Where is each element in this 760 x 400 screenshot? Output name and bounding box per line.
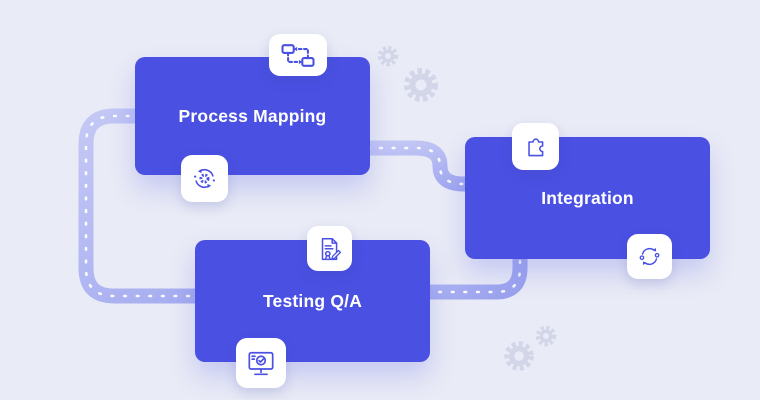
- gear-icon: [504, 325, 557, 371]
- monitor-check-badge: [236, 338, 286, 388]
- puzzle-badge: [512, 123, 559, 170]
- monitor-check-icon: [248, 351, 274, 376]
- document-review-icon: [321, 237, 341, 260]
- process-sync-badge: [181, 155, 228, 202]
- flowchart-icon: [281, 43, 315, 67]
- puzzle-icon: [528, 138, 544, 157]
- card-integration: Integration: [465, 137, 710, 259]
- process-sync-icon: [194, 169, 215, 188]
- card-title: Integration: [541, 187, 634, 208]
- card-process-mapping: Process Mapping: [135, 57, 370, 175]
- flowchart-badge: [269, 34, 327, 76]
- card-title: Process Mapping: [178, 105, 327, 126]
- sync-icon: [639, 248, 660, 265]
- card-title: Testing Q/A: [262, 290, 363, 311]
- road-markings: [84, 114, 542, 298]
- document-review-badge: [307, 226, 352, 271]
- gear-icon: [377, 45, 438, 102]
- sync-badge: [627, 234, 672, 279]
